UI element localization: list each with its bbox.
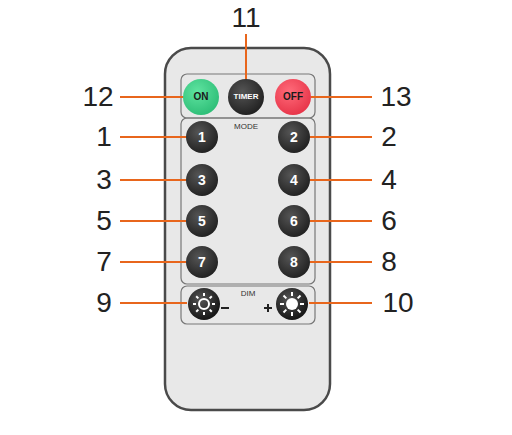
callout-number: 9 <box>96 289 112 317</box>
dim-minus-button <box>188 288 229 320</box>
mode-button: 3 <box>186 164 218 196</box>
panel-label: DIM <box>241 290 256 298</box>
callout-number: 7 <box>96 248 112 276</box>
callout-number: 4 <box>381 166 397 194</box>
leader-lines <box>120 34 372 303</box>
button-label: 1 <box>198 130 206 144</box>
panel-label: MODE <box>234 123 258 131</box>
callout-number: 12 <box>82 83 113 111</box>
mode-button: 2 <box>278 121 310 153</box>
mode-panel <box>181 118 315 284</box>
button-label: 6 <box>290 214 298 228</box>
callout-number: 2 <box>381 123 397 151</box>
callout-number: 5 <box>96 207 112 235</box>
mode-button: 4 <box>278 164 310 196</box>
button-label: TIMER <box>234 93 259 101</box>
mode-button: 8 <box>278 246 310 278</box>
mode-button: 5 <box>186 205 218 237</box>
on-button: ON <box>183 79 219 115</box>
button-label: 2 <box>290 130 298 144</box>
button-label: 7 <box>198 255 206 269</box>
dim-plus-button <box>264 288 308 320</box>
button-label: ON <box>194 92 209 102</box>
callout-number: 13 <box>380 83 411 111</box>
callout-number: 11 <box>231 4 260 32</box>
top-panel <box>181 74 315 118</box>
off-button: OFF <box>275 79 311 115</box>
mode-button: 6 <box>278 205 310 237</box>
callout-number: 1 <box>96 123 112 151</box>
button-label: 5 <box>198 214 206 228</box>
callout-number: 10 <box>382 289 413 317</box>
button-label: 8 <box>290 255 298 269</box>
button-label: OFF <box>283 92 303 102</box>
mode-button: 7 <box>186 246 218 278</box>
button-label: 4 <box>290 173 298 187</box>
remote-body <box>165 48 330 410</box>
dim-panel <box>181 286 315 324</box>
callout-number: 3 <box>96 166 112 194</box>
callout-number: 8 <box>381 248 397 276</box>
timer-button: TIMER <box>228 79 264 115</box>
mode-button: 1 <box>186 121 218 153</box>
button-label: 3 <box>198 173 206 187</box>
callout-number: 6 <box>381 207 397 235</box>
